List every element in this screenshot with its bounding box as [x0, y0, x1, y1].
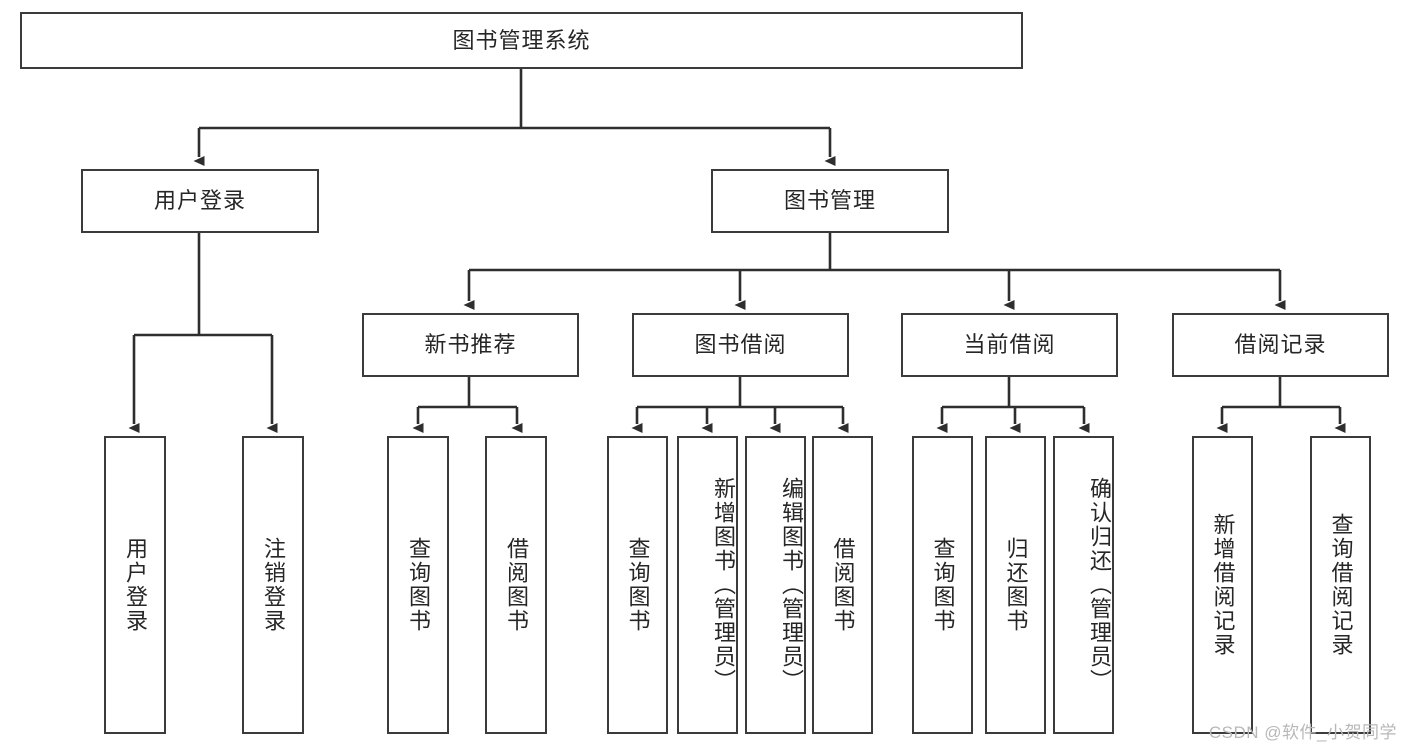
leaf-borrow-book[interactable]: 借阅图书	[812, 436, 873, 734]
node-label: 新增借阅记录	[1210, 513, 1236, 657]
leaf-query-book-borrow[interactable]: 查询图书	[607, 436, 668, 734]
leaf-return-book[interactable]: 归还图书	[985, 436, 1046, 734]
leaf-borrow-book-recommend[interactable]: 借阅图书	[485, 436, 547, 734]
node-label: 当前借阅	[963, 332, 1056, 358]
node-label: 编辑图书（管理员）	[779, 477, 804, 693]
node-label: 借阅记录	[1234, 332, 1327, 358]
node-label: 注销登录	[260, 537, 286, 633]
node-user-login[interactable]: 用户登录	[81, 169, 319, 233]
node-current-borrow[interactable]: 当前借阅	[901, 313, 1118, 377]
node-label: 借阅图书	[830, 537, 856, 633]
node-label: 查询图书	[930, 537, 956, 633]
leaf-confirm-return-admin[interactable]: 确认归还（管理员）	[1053, 436, 1114, 734]
leaf-add-borrow-record[interactable]: 新增借阅记录	[1192, 436, 1253, 734]
node-new-book-recommend[interactable]: 新书推荐	[362, 313, 579, 377]
node-label: 图书管理	[783, 188, 876, 214]
node-book-borrow[interactable]: 图书借阅	[632, 313, 849, 377]
leaf-query-book-current[interactable]: 查询图书	[912, 436, 973, 734]
node-label: 图书管理系统	[452, 27, 591, 53]
leaf-user-logout[interactable]: 注销登录	[242, 436, 304, 734]
node-label: 图书借阅	[694, 332, 787, 358]
node-label: 借阅图书	[503, 537, 529, 633]
node-label: 确认归还（管理员）	[1087, 477, 1112, 693]
leaf-add-book-admin[interactable]: 新增图书（管理员）	[677, 436, 738, 734]
node-book-manage[interactable]: 图书管理	[711, 169, 949, 233]
node-label: 查询图书	[625, 537, 651, 633]
node-label: 查询借阅记录	[1328, 513, 1354, 657]
node-label: 用户登录	[122, 537, 148, 633]
node-label: 新书推荐	[424, 332, 517, 358]
node-label: 用户登录	[153, 188, 246, 214]
leaf-user-login[interactable]: 用户登录	[104, 436, 166, 734]
node-root-system[interactable]: 图书管理系统	[20, 12, 1023, 69]
node-label: 查询图书	[405, 537, 431, 633]
node-borrow-record[interactable]: 借阅记录	[1172, 313, 1389, 377]
leaf-query-book-recommend[interactable]: 查询图书	[387, 436, 449, 734]
node-label: 新增图书（管理员）	[711, 477, 736, 693]
csdn-watermark: CSDN @软件_小贺同学	[1208, 723, 1397, 742]
leaf-query-borrow-record[interactable]: 查询借阅记录	[1310, 436, 1371, 734]
leaf-edit-book-admin[interactable]: 编辑图书（管理员）	[745, 436, 806, 734]
node-label: 归还图书	[1003, 537, 1029, 633]
